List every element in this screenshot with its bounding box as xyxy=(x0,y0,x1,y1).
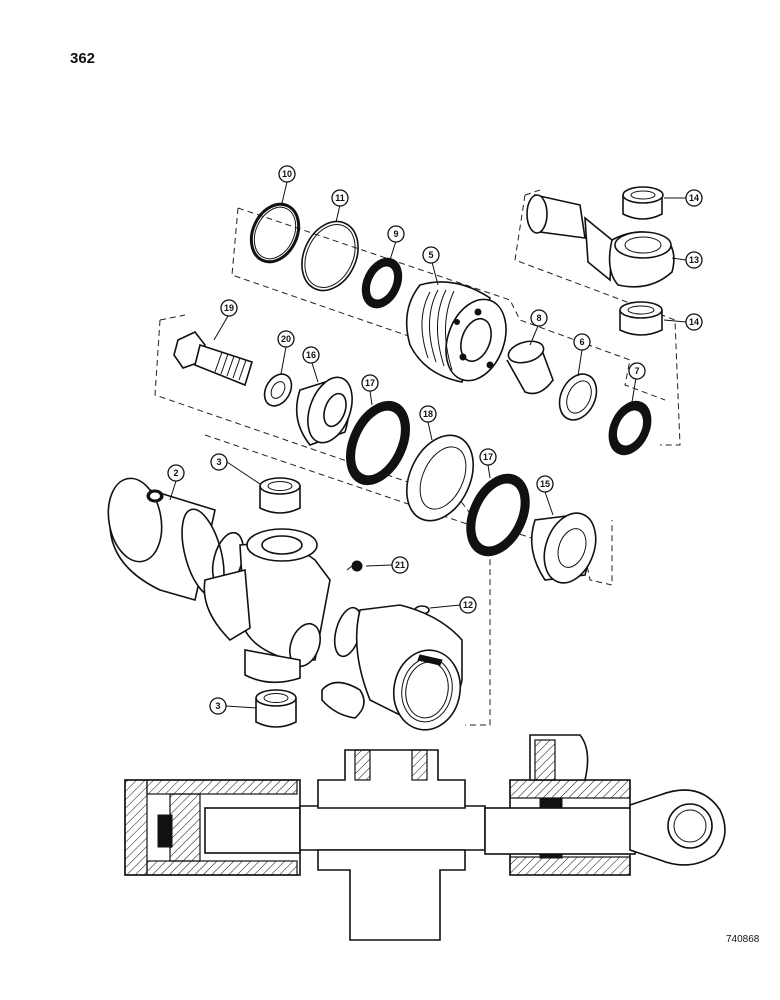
svg-text:13: 13 xyxy=(689,255,699,265)
callout-7: 7 xyxy=(628,362,646,380)
svg-text:9: 9 xyxy=(393,229,398,239)
svg-text:5: 5 xyxy=(428,250,433,260)
callout-19: 19 xyxy=(220,299,238,317)
callout-13: 13 xyxy=(685,251,703,269)
callout-17-upper: 17 xyxy=(361,374,379,392)
bolt-19 xyxy=(173,331,253,387)
bushing-14-upper xyxy=(622,186,664,220)
callout-17-lower: 17 xyxy=(479,448,497,466)
page-number: 362 xyxy=(70,50,96,67)
callout-15: 15 xyxy=(536,475,554,493)
svg-text:3: 3 xyxy=(215,701,220,711)
group-boundary-middle xyxy=(154,319,613,586)
piston-nut-15 xyxy=(530,512,597,584)
callout-9: 9 xyxy=(387,225,405,243)
sectional-assembly-view xyxy=(124,734,726,941)
svg-text:3: 3 xyxy=(216,457,221,467)
callout-3-lower: 3 xyxy=(209,697,227,715)
callout-2: 2 xyxy=(167,464,185,482)
callout-11: 11 xyxy=(331,189,349,207)
cylinder-tube xyxy=(203,528,331,684)
bushing-14-lower xyxy=(619,301,663,336)
svg-text:21: 21 xyxy=(395,560,405,570)
o-ring-10 xyxy=(249,202,301,264)
svg-text:20: 20 xyxy=(281,334,291,344)
seal-17-lower xyxy=(466,473,530,557)
wear-ring-18 xyxy=(406,434,474,522)
svg-text:11: 11 xyxy=(335,193,345,203)
svg-text:8: 8 xyxy=(536,313,541,323)
bushing-3-upper xyxy=(259,477,301,514)
threaded-barrel xyxy=(321,604,463,731)
gland-5 xyxy=(405,281,507,383)
callout-18: 18 xyxy=(419,405,437,423)
callout-16: 16 xyxy=(302,346,320,364)
seal-17-upper xyxy=(346,400,410,486)
callout-10: 10 xyxy=(278,165,296,183)
figure-code: 740868 xyxy=(726,934,760,945)
callout-14-upper: 14 xyxy=(685,189,703,207)
ring-6 xyxy=(558,373,598,421)
svg-text:17: 17 xyxy=(365,378,375,388)
svg-text:7: 7 xyxy=(634,366,639,376)
svg-text:14: 14 xyxy=(689,317,699,327)
svg-text:14: 14 xyxy=(689,193,699,203)
callout-6: 6 xyxy=(573,333,591,351)
svg-text:6: 6 xyxy=(579,337,584,347)
callout-5: 5 xyxy=(422,246,440,264)
svg-text:17: 17 xyxy=(483,452,493,462)
svg-text:12: 12 xyxy=(463,600,473,610)
leader-lines xyxy=(169,181,687,709)
grease-fitting-21 xyxy=(346,560,363,572)
callout-20: 20 xyxy=(277,330,295,348)
wiper-seal-7 xyxy=(608,400,652,456)
callout-14-lower: 14 xyxy=(685,313,703,331)
group-boundary-eye xyxy=(514,194,681,446)
svg-text:19: 19 xyxy=(224,303,234,313)
svg-text:15: 15 xyxy=(540,479,550,489)
callout-3-upper: 3 xyxy=(210,453,228,471)
svg-text:18: 18 xyxy=(423,409,433,419)
callout-12: 12 xyxy=(459,596,477,614)
backup-ring-11 xyxy=(301,220,359,292)
seal-9 xyxy=(361,257,403,309)
rod-eye-13 xyxy=(526,193,675,288)
callout-8: 8 xyxy=(530,309,548,327)
svg-text:16: 16 xyxy=(306,350,316,360)
svg-text:2: 2 xyxy=(173,468,178,478)
callout-21: 21 xyxy=(391,556,409,574)
piston-16 xyxy=(295,376,353,446)
bushing-3-lower xyxy=(255,689,297,728)
washer-20 xyxy=(263,373,293,407)
svg-text:10: 10 xyxy=(282,169,292,179)
bushing-8 xyxy=(506,340,554,395)
